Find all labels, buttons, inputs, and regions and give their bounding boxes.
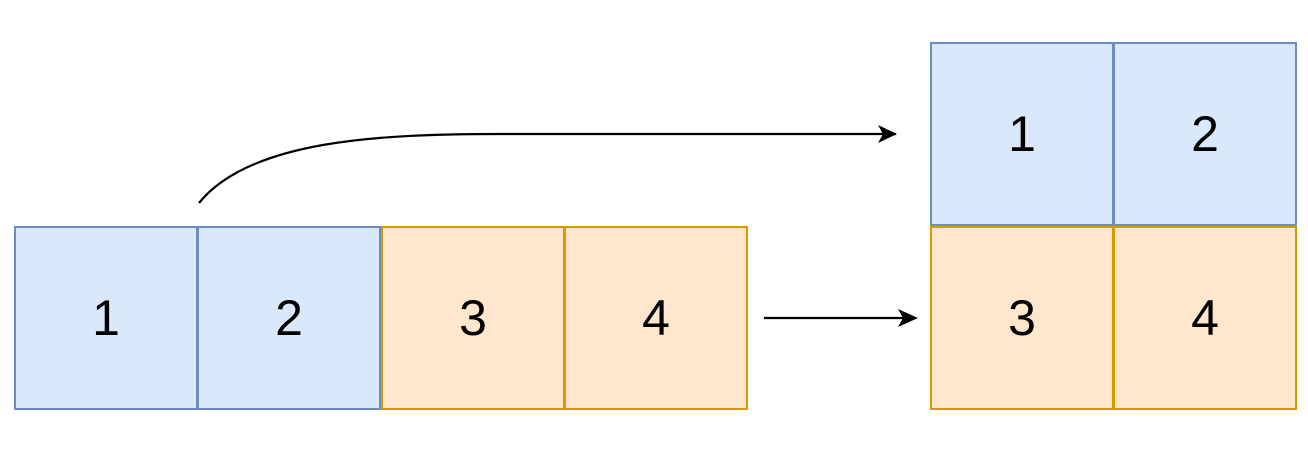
target-cell-3-label: 3 — [1008, 290, 1036, 346]
curved-arrow-head — [878, 125, 897, 143]
target-cell-4: 4 — [1113, 226, 1297, 410]
source-cell-3-label: 3 — [459, 290, 487, 346]
source-cell-2: 2 — [197, 226, 381, 410]
source-cell-1: 1 — [14, 226, 198, 410]
source-cell-3: 3 — [381, 226, 565, 410]
target-cell-2: 2 — [1113, 42, 1297, 226]
straight-arrow-head — [898, 309, 918, 327]
source-cell-4: 4 — [564, 226, 748, 410]
source-cell-2-label: 2 — [275, 290, 303, 346]
target-cell-2-label: 2 — [1191, 106, 1219, 162]
target-cell-3: 3 — [930, 226, 1114, 410]
target-cell-4-label: 4 — [1191, 290, 1219, 346]
curved-arrow — [198, 132, 896, 204]
target-cell-1: 1 — [930, 42, 1114, 226]
source-cell-4-label: 4 — [642, 290, 670, 346]
target-cell-1-label: 1 — [1008, 106, 1036, 162]
source-cell-1-label: 1 — [92, 290, 120, 346]
